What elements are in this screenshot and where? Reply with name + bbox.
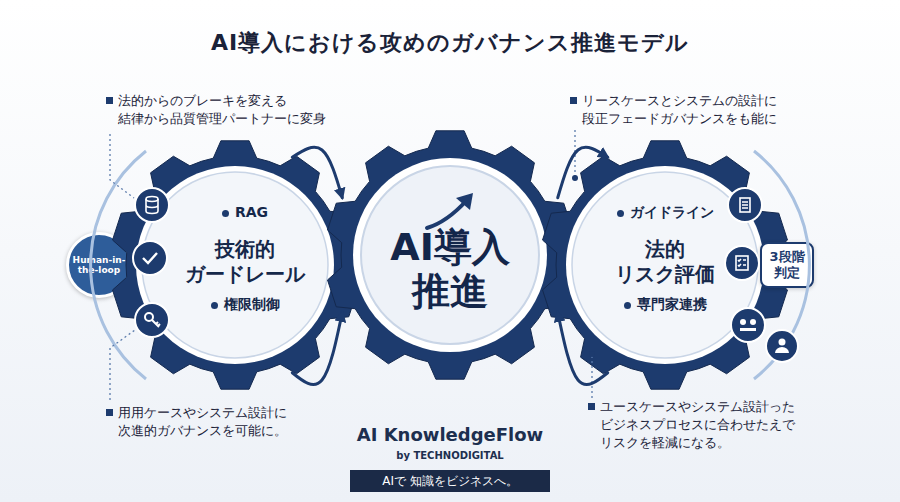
leader-dot (589, 351, 595, 357)
annotation-text: 用用ケースやシステム設計に 次進的ガバナンスを可能に。 (118, 404, 313, 440)
logo-text: AI KnowledgeFlow (330, 424, 570, 445)
leader-dot (572, 175, 578, 181)
flow-arrow (558, 312, 608, 384)
leader-line (110, 330, 135, 400)
key-icon (135, 303, 169, 337)
leader-line (591, 356, 592, 398)
flow-arrow (292, 312, 342, 384)
people-icon (766, 330, 798, 362)
meeting-icon (731, 308, 765, 342)
gear-title: AI導入 推進 (375, 226, 525, 313)
leader-line (110, 134, 134, 198)
gear-node: AI導入 推進 (325, 130, 575, 380)
annotation-text: ユースケースやシステム設計った ビジネスプロセスに合わせたえで リスクを軽減にな… (600, 398, 805, 452)
ring-arc (91, 151, 146, 379)
flow-arrow (292, 147, 342, 197)
diagram-title: AI導入における攻めのガバナンス推進モデル (0, 28, 900, 58)
bullet-text: RAG (170, 204, 320, 221)
flow-arrow (558, 147, 608, 197)
leader-line (574, 130, 575, 176)
gear-title: 法的 リスク評価 (600, 237, 730, 287)
node-text: Human-in-the-loop (70, 255, 128, 276)
database-icon (135, 188, 169, 222)
bullet-text: 権限制御 (170, 296, 320, 313)
bullet-text: ガイドライン (585, 204, 745, 221)
ring-arc (754, 151, 809, 379)
tagline-band: AIで 知識をビジネスへ。 (350, 470, 550, 492)
logo-subtext: by TECHNODIGITAL (330, 450, 570, 461)
node-text: AIで 知識をビジネスへ。 (382, 473, 518, 490)
gear-title: 技術的 ガードレール (180, 237, 310, 287)
bullet-text: 専門家連携 (585, 296, 745, 313)
badge-box: 3段階 判定 (760, 242, 814, 288)
annotation-text: リースケースとシステムの設計に 段正フェードガバナンスをも能に (582, 92, 797, 128)
checklist-icon (725, 246, 759, 280)
document-icon (728, 188, 762, 222)
gear-node: ガイドライン法的 リスク評価専門家連携 (540, 140, 790, 390)
annotation-text: 法的からのブレーキを変える 結律から品質管理パートナーに変身 (118, 92, 333, 128)
node-text: 3段階 判定 (762, 249, 812, 282)
gear-node: RAG 技術的 ガードレール権限制御 (110, 140, 360, 390)
check-icon (133, 241, 167, 275)
